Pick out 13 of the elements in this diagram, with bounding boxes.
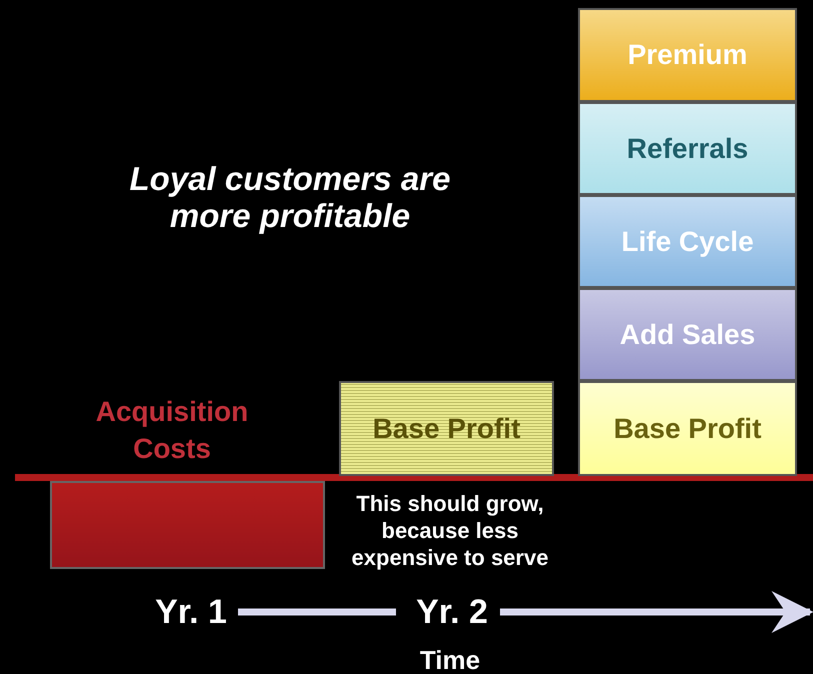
bar-heading: Acquisition Costs	[94, 395, 250, 466]
time-label: Yr. 2	[410, 592, 494, 632]
profit-segment: Premium	[578, 8, 797, 102]
axis-label: Time	[418, 645, 482, 674]
headline-text: Loyal customers are more profitable	[128, 160, 452, 234]
timeline-arrow	[500, 591, 813, 633]
profit-segment: Add Sales	[578, 288, 797, 381]
profit-segment: Referrals	[578, 102, 797, 195]
profit-segment: Base Profit	[339, 381, 554, 476]
note-text: This should grow, because less expensive to serve	[350, 490, 550, 571]
time-label: Yr. 1	[150, 592, 232, 632]
profit-segment: Base Profit	[578, 381, 797, 476]
profit-segment: Life Cycle	[578, 195, 797, 288]
